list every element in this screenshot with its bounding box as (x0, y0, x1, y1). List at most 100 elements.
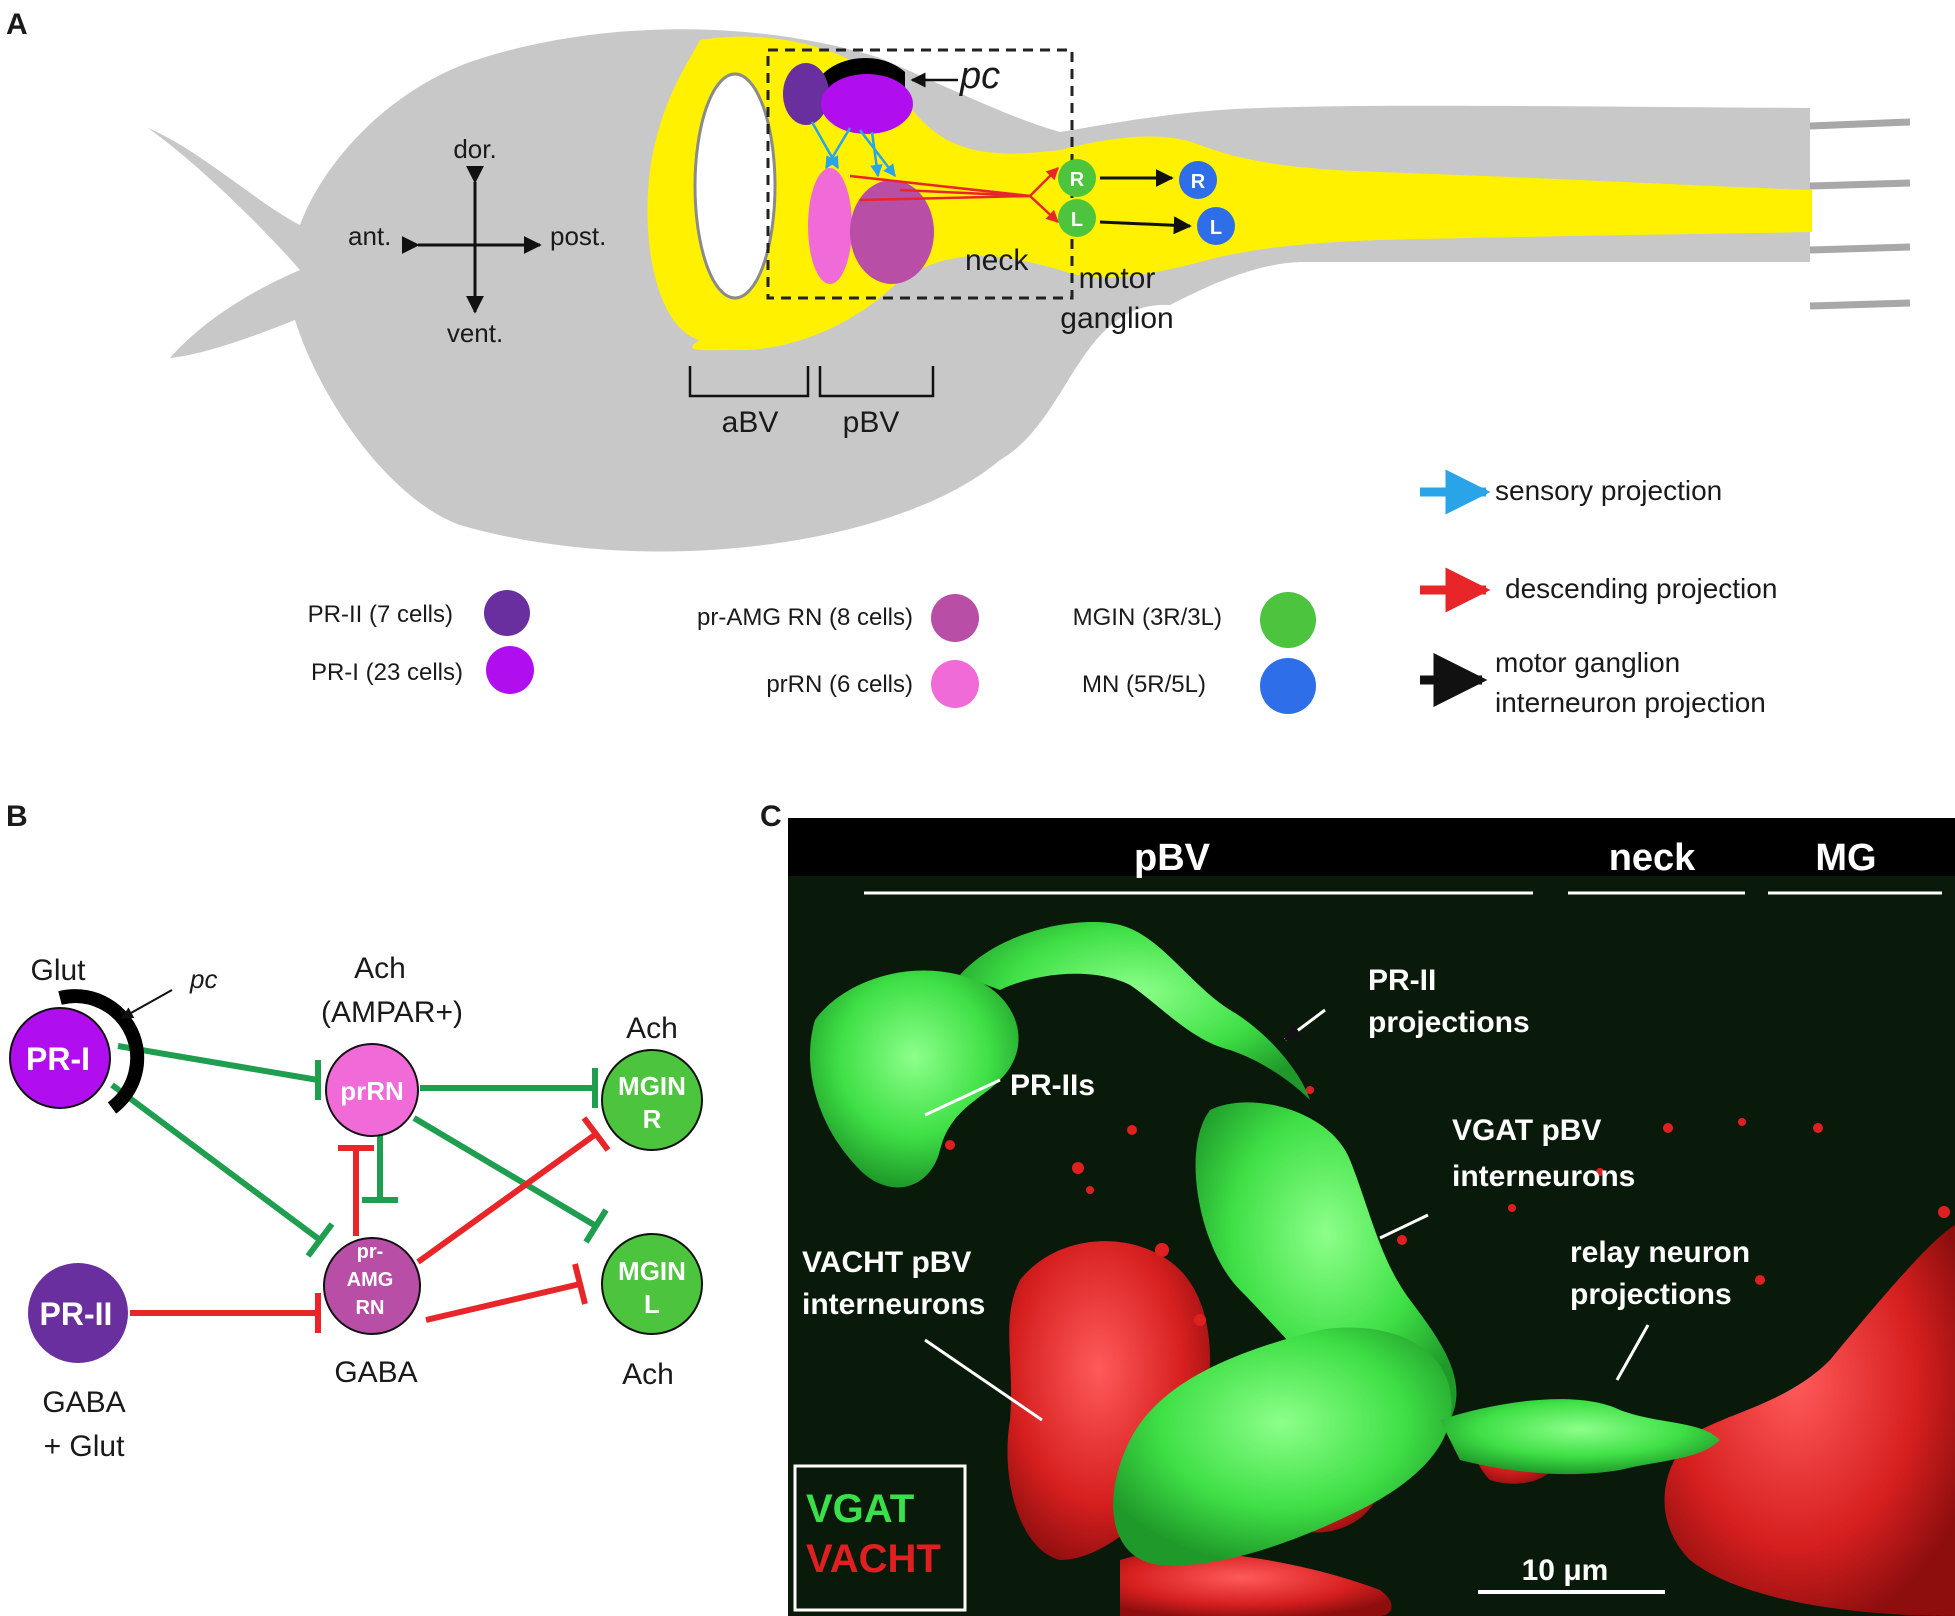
pr-iis-label: PR-IIs (1010, 1069, 1095, 1102)
pigment-cup (58, 989, 145, 1114)
ach-prrn-label-1: Ach (354, 952, 406, 985)
relay-neuron-projections (1440, 1399, 1720, 1475)
vacht-pbv-label-1: VACHT pBV (802, 1246, 971, 1279)
mn-l-label: L (1210, 217, 1222, 239)
region-mg-label: MG (1815, 837, 1876, 879)
legend-mn-label: MN (5R/5L) (1082, 671, 1206, 698)
node-pr-ii-label: PR-II (40, 1296, 113, 1332)
edge-pramg-mginr (416, 1131, 598, 1265)
ach-prrn-label-2: (AMPAR+) (321, 996, 463, 1029)
node-mgin-r (601, 1049, 703, 1151)
relay-neuron-label-1: relay neuron (1570, 1236, 1750, 1269)
node-pr-amg-rn-label-1: pr- (357, 1241, 384, 1263)
legend-sensory-label: sensory projection (1495, 475, 1722, 506)
abv-label: aBV (722, 406, 779, 439)
mgin-r-cell (1058, 159, 1096, 197)
node-mgin-r-label-1: MGIN (618, 1071, 686, 1101)
gaba-glut-label-2: + Glut (44, 1430, 126, 1463)
pc-label-b: pc (189, 964, 217, 994)
legend-pr-amg-rn-label: pr-AMG RN (8 cells) (697, 604, 913, 631)
motor-ganglion-label-2: ganglion (1060, 302, 1173, 335)
channel-legend-box (793, 1464, 967, 1612)
node-pr-amg-rn-label-2: AMG (347, 1269, 394, 1291)
legend-prrn-label: prRN (6 cells) (766, 671, 913, 698)
vacht-pbv-label-2: interneurons (802, 1288, 985, 1321)
mn-r-label: R (1191, 171, 1206, 193)
node-prrn-label: prRN (340, 1076, 404, 1106)
neck-label: neck (965, 244, 1029, 277)
edge-pr1-prrn (117, 1043, 319, 1083)
panel-b: B PR-I PR-II (6, 800, 703, 1463)
legend-vacht-label: VACHT (806, 1537, 941, 1581)
glut-label: Glut (30, 954, 86, 987)
axis-ventral-label: vent. (447, 318, 503, 348)
micrograph-header (788, 818, 1955, 876)
axis-posterior-label: post. (550, 221, 606, 251)
gaba-pr-amg-label: GABA (334, 1356, 417, 1389)
legend-pr-i-label: PR-I (23 cells) (311, 659, 463, 686)
legend-pr-ii-swatch (484, 590, 530, 636)
mgin-r-label: R (1070, 169, 1085, 191)
mgin-l-label: L (1071, 209, 1083, 231)
legend-vgat-label: VGAT (806, 1487, 914, 1531)
pr-ii-cell (783, 63, 829, 125)
larva-body (148, 29, 1810, 552)
pr-i-cell (821, 74, 913, 134)
cell-type-legend: PR-II (7 cells) PR-I (23 cells) pr-AMG R… (308, 590, 1316, 714)
panel-b-letter: B (6, 800, 28, 833)
motor-ganglion-projections (1099, 169, 1192, 235)
large-vgat-cell (1113, 1327, 1452, 1566)
motor-ganglion-label-1: motor (1079, 262, 1156, 295)
node-mgin-r-label-2: R (643, 1104, 662, 1134)
pbv-label: pBV (843, 406, 900, 439)
node-pr-i (9, 1007, 111, 1109)
pr-ii-projections-label-1: PR-II (1368, 964, 1436, 997)
legend-pr-ii-label: PR-II (7 cells) (308, 601, 453, 628)
node-pr-ii (28, 1263, 128, 1363)
legend-mgin-swatch (1260, 592, 1316, 648)
region-neck-label: neck (1609, 837, 1696, 879)
panel-c: C pBV neck MG (760, 800, 1955, 1616)
node-mgin-l-label-2: L (644, 1289, 660, 1319)
pr-iis-cluster (810, 970, 1019, 1188)
legend-mgin-label: MGIN (3R/3L) (1073, 604, 1222, 631)
relay-neuron-label-2: projections (1570, 1278, 1732, 1311)
pr-ii-projections-label-2: projections (1368, 1006, 1530, 1039)
panel-c-letter: C (760, 800, 782, 833)
pc-label: pc (959, 55, 1000, 97)
central-nervous-system (647, 36, 1812, 351)
axis-dorsal-label: dor. (453, 134, 496, 164)
pc-pointer-b (120, 989, 173, 1019)
panel-a-letter: A (6, 8, 28, 41)
tail-stripes (1809, 118, 1911, 310)
edge-prrn-mginl (412, 1115, 598, 1229)
vesicle-brackets (688, 366, 935, 398)
mn-r-cell (1179, 161, 1217, 199)
pr-ii-projection (960, 922, 1310, 1100)
scale-bar-label: 10 μm (1522, 1554, 1609, 1587)
prrn-cell (808, 168, 852, 284)
inhibitory-connections (130, 1116, 611, 1333)
vgat-pbv-label-1: VGAT pBV (1452, 1114, 1601, 1147)
node-mgin-l (601, 1233, 703, 1335)
region-pbv-label: pBV (1134, 837, 1211, 879)
panel-c-annotations (924, 1008, 1650, 1422)
node-prrn (325, 1043, 419, 1137)
orientation-cross (401, 165, 542, 314)
vgat-pbv-label-2: interneurons (1452, 1160, 1635, 1193)
projection-legend: sensory projection descending projection… (1420, 469, 1777, 718)
anterior-brain-vesicle-cavity (693, 72, 777, 300)
sensory-projections (810, 121, 896, 178)
node-pr-amg-rn (323, 1237, 421, 1335)
node-mgin-l-label-1: MGIN (618, 1256, 686, 1286)
edge-pr1-pramg (110, 1082, 322, 1243)
legend-descending-label: descending projection (1505, 573, 1777, 604)
legend-mg-interneuron-label-1: motor ganglion (1495, 647, 1680, 678)
legend-pr-amg-rn-swatch (931, 594, 979, 642)
legend-mn-swatch (1260, 658, 1316, 714)
panel-a: A pc (6, 8, 1911, 718)
edge-pramg-mginl (425, 1281, 581, 1323)
ach-mgin-l-label: Ach (622, 1358, 674, 1391)
node-pr-i-label: PR-I (26, 1041, 90, 1077)
